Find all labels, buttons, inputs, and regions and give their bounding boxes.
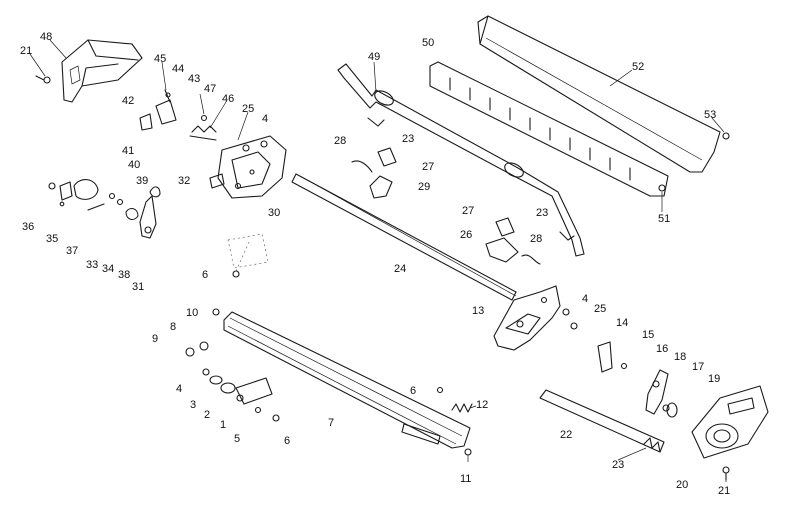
callout-17: 17 bbox=[692, 361, 704, 373]
callout-13: 13 bbox=[472, 305, 484, 317]
screw-51 bbox=[658, 184, 666, 192]
callout-21-bottom: 21 bbox=[718, 485, 730, 497]
callout-3: 3 bbox=[190, 399, 196, 411]
callout-18: 18 bbox=[674, 351, 686, 363]
callout-27-top: 27 bbox=[422, 161, 434, 173]
callout-28-mid: 28 bbox=[530, 233, 542, 245]
callout-45: 45 bbox=[154, 53, 166, 65]
callout-29: 29 bbox=[418, 181, 430, 193]
left-side-frame bbox=[209, 135, 287, 199]
callout-43: 43 bbox=[188, 73, 200, 85]
lower-rail-22 bbox=[539, 389, 665, 453]
callout-49: 49 bbox=[368, 51, 380, 63]
callout-14: 14 bbox=[616, 317, 628, 329]
callout-25-top: 25 bbox=[242, 103, 254, 115]
lever-45-44 bbox=[155, 89, 177, 125]
callout-5: 5 bbox=[234, 433, 240, 445]
leader-lines bbox=[29, 39, 727, 482]
screw-21-top bbox=[35, 75, 51, 84]
callout-11: 11 bbox=[460, 473, 471, 485]
callout-30: 30 bbox=[268, 207, 280, 219]
frame-outline-hidden bbox=[227, 233, 269, 269]
callout-42: 42 bbox=[122, 95, 134, 107]
callout-23-mid: 23 bbox=[536, 207, 548, 219]
sprocket-rail bbox=[429, 61, 669, 197]
right-side-frame bbox=[493, 285, 578, 351]
callout-51: 51 bbox=[658, 213, 670, 225]
callout-50: 50 bbox=[422, 37, 434, 49]
callout-47: 47 bbox=[204, 83, 216, 95]
lever-assembly-17-19 bbox=[645, 369, 678, 418]
callout-9: 9 bbox=[152, 333, 158, 345]
upper-guide-plate bbox=[477, 15, 721, 173]
callout-10: 10 bbox=[186, 307, 198, 319]
callout-48: 48 bbox=[40, 31, 52, 43]
callout-6-left: 6 bbox=[202, 269, 208, 281]
callout-33: 33 bbox=[86, 259, 98, 271]
callout-23-top: 23 bbox=[402, 133, 414, 145]
callout-39: 39 bbox=[136, 175, 148, 187]
screw-6-left bbox=[232, 239, 251, 278]
callout-46: 46 bbox=[222, 93, 234, 105]
shaft-30 bbox=[291, 173, 517, 301]
callout-6-middle: 6 bbox=[410, 385, 416, 397]
callout-19: 19 bbox=[708, 373, 720, 385]
spring-12 bbox=[451, 403, 473, 413]
paper-bail-bar bbox=[337, 63, 585, 257]
callout-8: 8 bbox=[170, 321, 176, 333]
callout-4-bottom: 4 bbox=[176, 383, 182, 395]
screw-11 bbox=[464, 448, 472, 456]
callout-20: 20 bbox=[676, 479, 688, 491]
callout-25-mid: 25 bbox=[594, 303, 606, 315]
callout-2: 2 bbox=[204, 409, 210, 421]
callout-28-top: 28 bbox=[334, 135, 346, 147]
callout-12: 12 bbox=[476, 399, 488, 411]
callout-15: 15 bbox=[642, 329, 654, 341]
callout-24: 24 bbox=[394, 263, 406, 275]
callout-6-bottom: 6 bbox=[284, 435, 290, 447]
callout-38: 38 bbox=[118, 269, 130, 281]
screw-47 bbox=[200, 114, 208, 122]
left-end-cover bbox=[61, 39, 143, 103]
callout-34: 34 bbox=[102, 263, 114, 275]
right-bracket-14-16 bbox=[597, 341, 628, 373]
tractor-clip-upper bbox=[351, 117, 397, 199]
callout-37: 37 bbox=[66, 245, 78, 257]
screw-53 bbox=[722, 132, 730, 140]
callout-41: 41 bbox=[122, 145, 134, 157]
lower-frame-bar bbox=[223, 311, 471, 449]
callout-1: 1 bbox=[220, 419, 226, 431]
callout-labels: 48 21 45 44 43 47 42 46 25 4 49 50 52 53… bbox=[20, 31, 730, 497]
callout-16: 16 bbox=[656, 343, 668, 355]
lower-left-hardware bbox=[185, 308, 280, 422]
callout-44: 44 bbox=[172, 63, 184, 75]
callout-21-top: 21 bbox=[20, 45, 32, 57]
callout-52: 52 bbox=[632, 61, 644, 73]
bracket-42 bbox=[139, 113, 153, 131]
callout-23-bottom: 23 bbox=[612, 459, 624, 471]
callout-4-mid: 4 bbox=[582, 293, 588, 305]
tractor-clip-lower bbox=[485, 217, 575, 265]
callout-4-top: 4 bbox=[262, 113, 268, 125]
right-end-cover bbox=[691, 385, 769, 459]
callout-26: 26 bbox=[460, 229, 472, 241]
callout-53: 53 bbox=[704, 109, 716, 121]
gear-parts-33-38 bbox=[48, 179, 161, 239]
callout-35: 35 bbox=[46, 233, 58, 245]
callout-32: 32 bbox=[178, 175, 190, 187]
spring-46 bbox=[189, 125, 217, 141]
callout-22: 22 bbox=[560, 429, 572, 441]
callout-7: 7 bbox=[328, 417, 334, 429]
callout-31: 31 bbox=[132, 281, 144, 293]
screw-6-middle bbox=[436, 386, 444, 394]
callout-40: 40 bbox=[128, 159, 140, 171]
callout-36: 36 bbox=[22, 221, 34, 233]
callout-27-mid: 27 bbox=[462, 205, 474, 217]
spring-23-lower bbox=[643, 437, 661, 453]
